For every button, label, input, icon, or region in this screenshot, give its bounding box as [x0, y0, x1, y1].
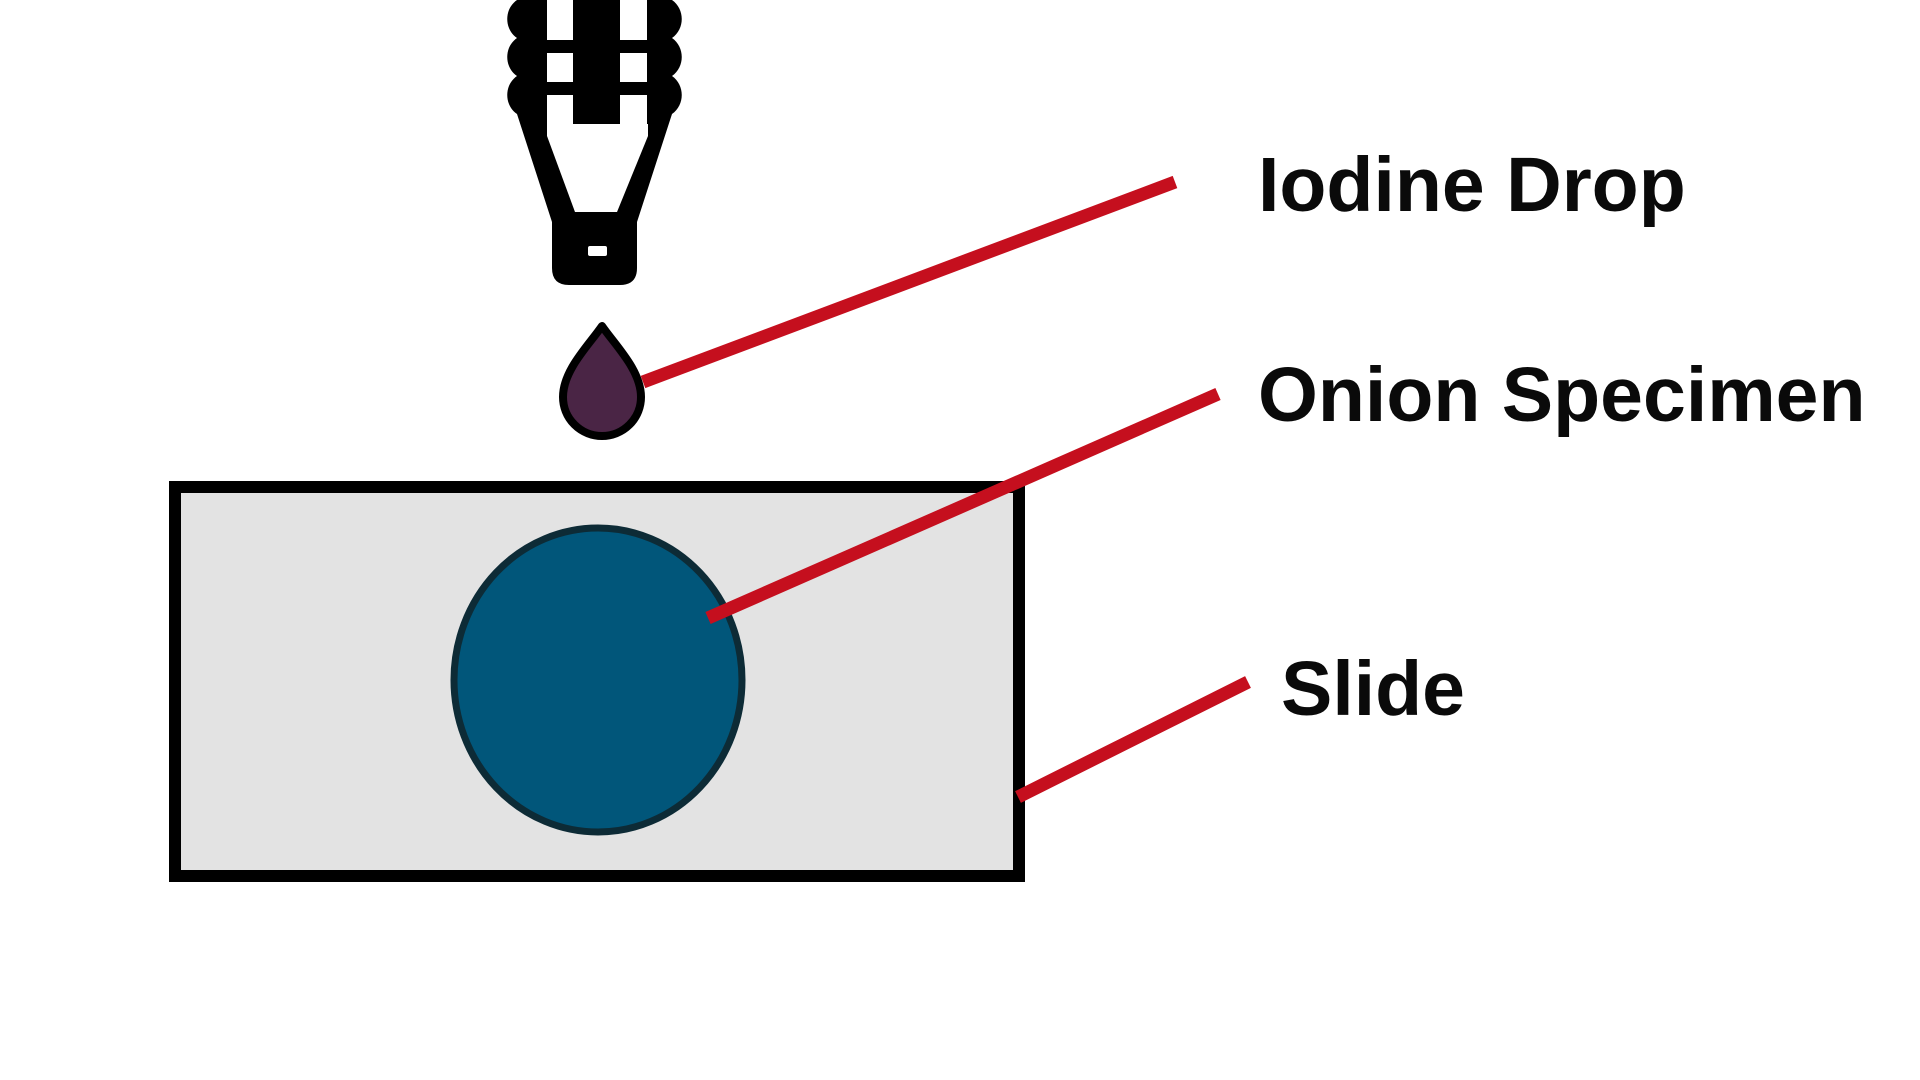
dropper-tick: [618, 82, 649, 95]
leader-line-iodine-drop: [640, 175, 1178, 389]
leader-line-slide: [1015, 676, 1251, 803]
dropper-tick: [545, 40, 575, 53]
iodine-drop-icon: [559, 322, 645, 440]
slide-label: Slide: [1281, 646, 1466, 732]
onion-specimen-circle: [450, 524, 746, 836]
dropper-tick: [545, 82, 575, 95]
iodine-drop-shape: [559, 322, 645, 440]
dropper-slit-right: [620, 0, 647, 126]
dropper-tip-dash: [588, 246, 607, 256]
leader-line-onion-specimen: [705, 388, 1221, 624]
dropper-funnel: [547, 124, 648, 212]
dropper-tick: [618, 40, 649, 53]
onion-specimen-label: Onion Specimen: [1258, 352, 1866, 438]
iodine-drop-label: Iodine Drop: [1258, 142, 1686, 228]
dropper-icon: [507, 0, 682, 285]
dropper-slit-left: [547, 0, 573, 126]
